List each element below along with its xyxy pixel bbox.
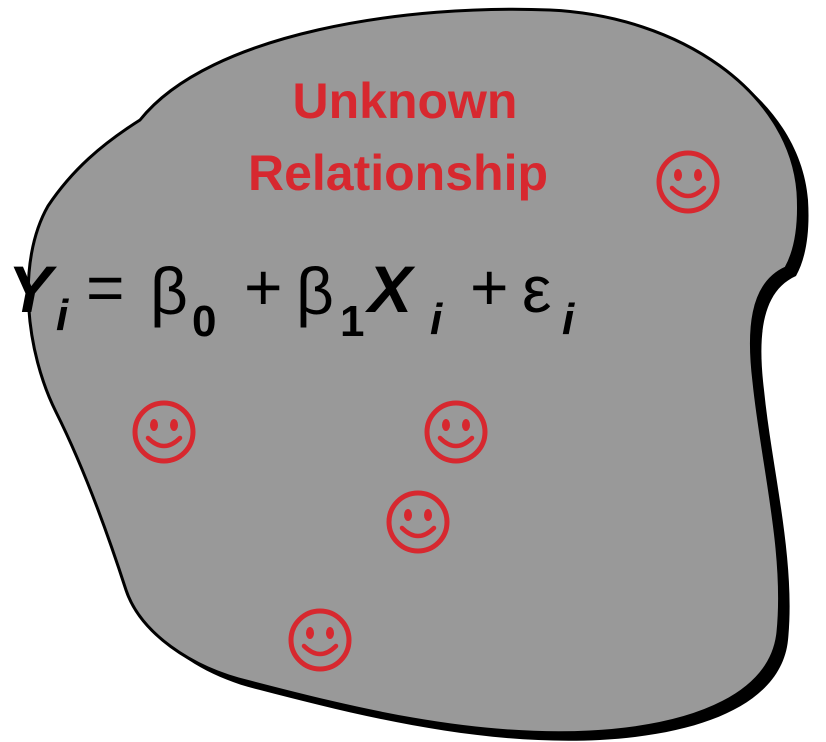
title-line-relationship: Relationship xyxy=(248,145,548,201)
smiley-face-icon xyxy=(656,150,720,214)
title-line-unknown: Unknown xyxy=(293,73,518,129)
eq-beta-0: β xyxy=(150,254,188,328)
eq-epsilon: ε xyxy=(522,252,551,326)
eq-x: X xyxy=(364,252,416,326)
eq-epsilon-subscript: i xyxy=(562,295,575,344)
eq-beta-0-subscript: 0 xyxy=(192,297,216,346)
eq-equals: = xyxy=(86,250,125,324)
regression-equation: Y i = β 0 + β 1 X i + ε i xyxy=(8,250,575,346)
smiley-face-icon xyxy=(386,490,450,554)
eq-y-subscript: i xyxy=(56,291,69,340)
eq-plus-2: + xyxy=(470,250,509,324)
smiley-face-icon xyxy=(288,608,352,672)
smiley-face-icon xyxy=(132,400,196,464)
population-blob xyxy=(26,7,800,735)
smiley-face-icon xyxy=(424,400,488,464)
eq-y: Y xyxy=(8,252,57,326)
eq-x-subscript: i xyxy=(430,295,443,344)
eq-beta-1-subscript: 1 xyxy=(340,297,364,346)
eq-beta-1: β xyxy=(296,254,334,328)
eq-plus-1: + xyxy=(244,250,283,324)
